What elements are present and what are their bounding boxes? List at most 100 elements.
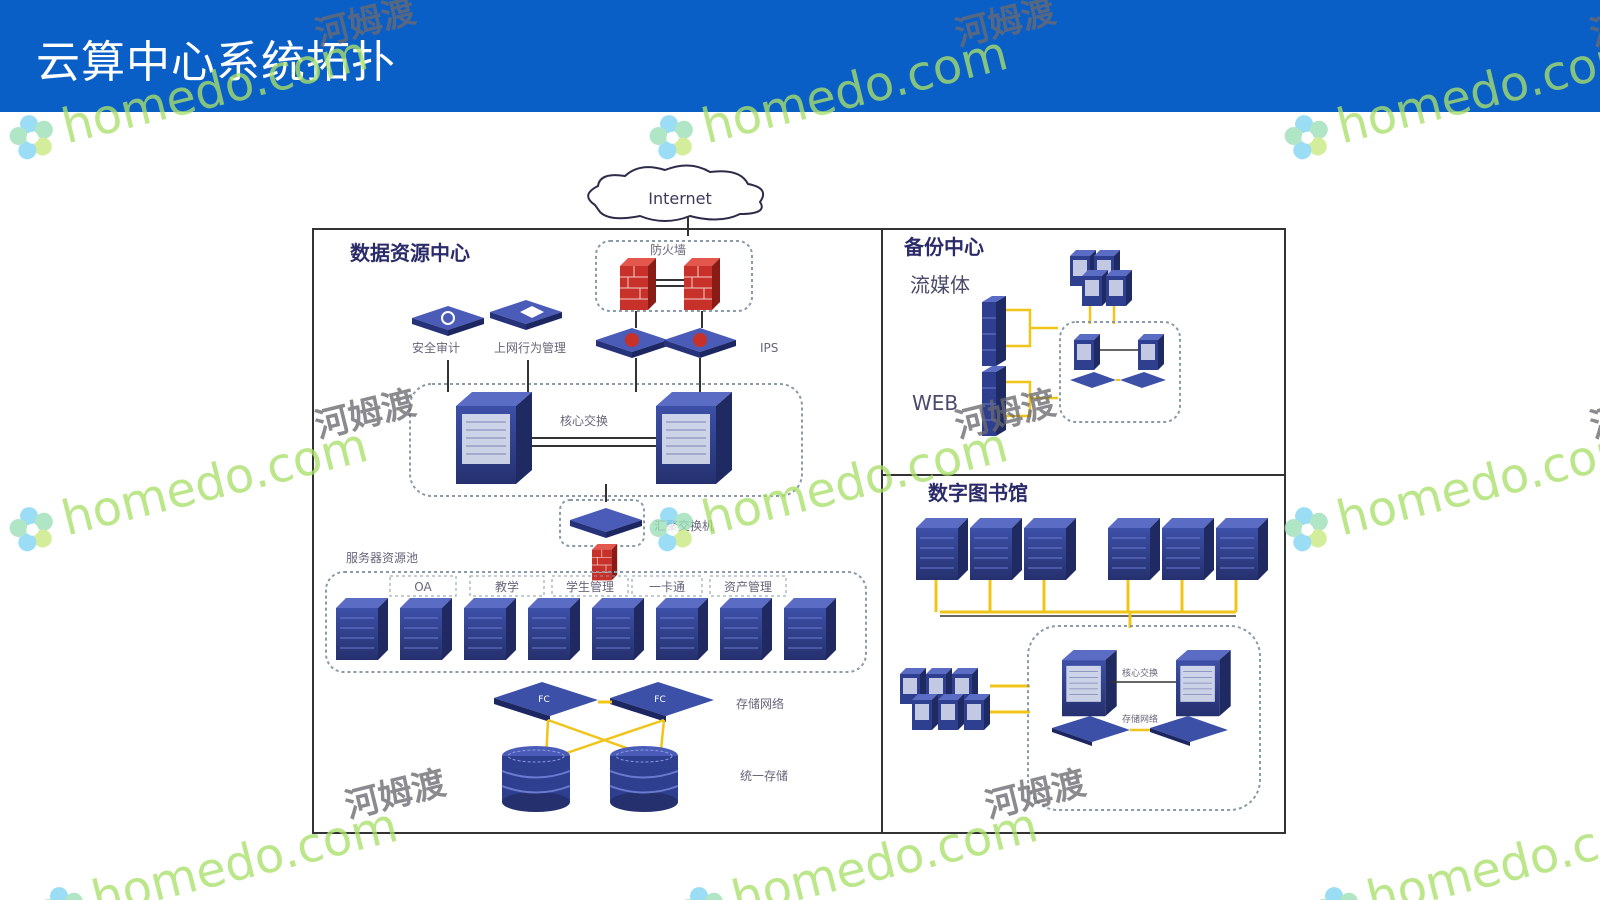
server-icon [527,597,581,661]
server-pool-servers [335,597,837,661]
internet-label: Internet [648,189,712,208]
library-title: 数字图书馆 [928,481,1028,505]
server-icon [969,517,1023,581]
server-pool-subgroup [389,575,457,597]
svg-text:homedo.com: homedo.com [1331,25,1600,155]
server-icon [1082,270,1108,306]
server-icon [915,517,969,581]
svg-text:homedo.com: homedo.com [1331,417,1600,547]
watermark-logo-icon [1310,882,1364,900]
svg-text:河姆渡: 河姆渡 [341,763,450,826]
core-switch-group [409,383,803,497]
core-switch-icon [655,391,733,485]
core-switch-icon [1175,649,1232,717]
firewall-group [595,240,753,312]
svg-text:河姆渡: 河姆渡 [981,763,1090,826]
server-pool-subgroup [631,575,703,597]
ips-label: IPS [760,341,778,355]
slide-header: 云算中心系统拓扑 [0,0,1600,112]
svg-text:河姆渡: 河姆渡 [951,0,1060,54]
server-pool-subgroups: OA 教学 学生管理 一卡通 资产管理 [389,575,787,597]
core-switch-icon [455,391,533,485]
streaming-server-icon [981,295,1007,367]
server-icon [964,694,990,730]
watermark-logo-icon [1280,502,1334,555]
watermark-logo-icon [5,502,59,555]
firewall-label: 防火墙 [650,242,686,257]
server-icon [399,597,453,661]
server-icon [1215,517,1269,581]
server-pool-subgroup-label: 资产管理 [724,579,772,594]
watermark-logo-icon [675,882,729,900]
server-pool-subgroup-label: OA [414,580,432,594]
core-switch-icon [1061,649,1118,717]
storage-network: FC FC 存储网络 [494,682,784,762]
behavior-label: 上网行为管理 [494,340,566,355]
server-pool-label: 服务器资源池 [346,550,418,565]
server-pool-subgroup [709,575,787,597]
data-center-title: 数据资源中心 [350,241,470,265]
audit-device-icon [412,306,484,336]
watermark-logo-icon [5,110,59,163]
backup-section: 备份中心 流媒体 WEB [903,235,1181,437]
slide-title: 云算中心系统拓扑 [36,37,396,88]
access-switch-icon [570,508,642,538]
server-icon [655,597,709,661]
server-icon [1023,517,1077,581]
library-section: 数字图书馆 核心交换 存储网络 [900,481,1269,811]
library-switch-label: 核心交换 [1122,667,1158,679]
access-switch-group [559,499,645,547]
server-pool-subgroup [551,575,629,597]
server-icon [1074,334,1100,370]
svg-text:homedo.com: homedo.com [1361,797,1600,900]
server-pool-subgroup-label: 学生管理 [566,579,614,594]
server-pool-subgroup [469,575,545,597]
server-icon [1106,270,1132,306]
watermark-logo-icon [645,110,699,163]
server-pool-subgroup-label: 一卡通 [649,580,685,594]
server-icon [783,597,837,661]
core-switch-label: 核心交换 [560,413,608,428]
server-icon [912,694,938,730]
fc-label: FC [654,695,665,705]
library-storage-label: 存储网络 [1122,713,1158,725]
fc-label: FC [538,695,549,705]
svg-text:河姆渡: 河姆渡 [311,383,420,446]
svg-text:河姆渡: 河姆渡 [311,0,420,54]
server-icon [335,597,389,661]
server-pool-group [325,571,867,673]
streaming-label: 流媒体 [910,273,970,297]
server-icon [1138,334,1164,370]
library-servers [915,517,1269,612]
firewall-icon [683,257,721,311]
library-core-group [1027,625,1261,811]
web-label: WEB [912,391,958,415]
server-icon [463,597,517,661]
server-pool-subgroup-label: 教学 [495,579,519,594]
server-icon [591,597,645,661]
storage-network-label: 存储网络 [736,696,784,711]
backup-cluster-group [1059,321,1181,423]
server-icon [719,597,773,661]
outer-frame [312,228,1286,834]
unified-storage-label: 统一存储 [740,768,788,783]
server-icon [938,694,964,730]
server-icon [1107,517,1161,581]
storage-disk-icon [501,745,571,813]
backup-title: 备份中心 [903,235,984,259]
watermark-logo-icon [1280,110,1334,163]
audit-label: 安全审计 [412,340,460,355]
storage-disk-icon [609,745,679,813]
watermark-logo-icon [35,882,89,900]
server-icon [1161,517,1215,581]
internet-cloud: Internet [587,164,764,236]
